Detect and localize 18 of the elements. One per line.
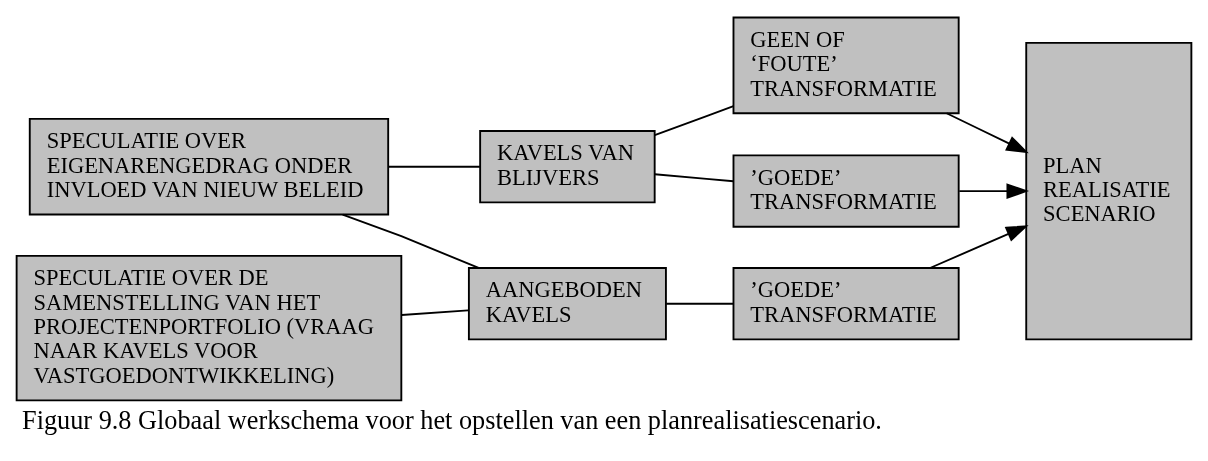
- node-box: GEEN OF ‘FOUTE’ TRANSFORMATIE: [732, 16, 960, 115]
- connector: [387, 165, 481, 168]
- connector: [341, 213, 480, 269]
- node-box: AANGEBODEN KAVELS: [467, 267, 667, 341]
- node-box: SPECULATIE OVER EIGENARENGEDRAG ONDER INVLOED VAN NIEUW BELEID: [28, 117, 390, 216]
- caption: Figuur 9.8 Globaal werkschema voor het opstellen van een planrealisatiescenario.: [22, 405, 882, 435]
- node-box: PLAN REALISATIE SCENARIO: [1025, 41, 1193, 341]
- arrow: [929, 225, 1029, 269]
- node-box: ’GOEDE’ TRANSFORMATIE: [732, 154, 960, 228]
- node-box: SPECULATIE OVER DE SAMENSTELLING VAN HET PROJECTENPORTFOLIO (VRAAG NAAR KAVELS VOOR VASTGOEDONTWIKKELING): [15, 254, 403, 402]
- connector: [653, 173, 735, 183]
- connector: [400, 309, 470, 316]
- arrow: [958, 183, 1030, 199]
- connector: [653, 105, 735, 137]
- node-box: ’GOEDE’ TRANSFORMATIE: [732, 267, 960, 341]
- arrow: [945, 112, 1029, 154]
- connector: [665, 302, 735, 305]
- node-box: KAVELS VAN BLIJVERS: [479, 130, 656, 204]
